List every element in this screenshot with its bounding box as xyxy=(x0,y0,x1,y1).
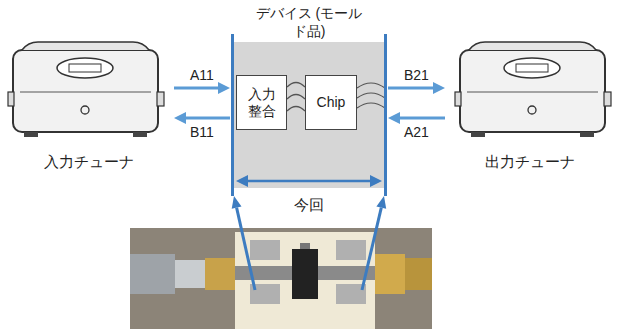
arrowhead xyxy=(218,82,230,94)
process-box: Chip xyxy=(305,75,357,130)
photo-ground xyxy=(130,228,432,329)
bond-wire xyxy=(357,103,385,108)
port-label: A11 xyxy=(190,67,214,83)
bond-wire xyxy=(357,93,385,98)
photo xyxy=(130,228,432,329)
bond-wire xyxy=(287,83,305,88)
package-tab xyxy=(300,243,310,250)
leader-arrow xyxy=(362,208,381,290)
package xyxy=(292,249,318,299)
sma-connector xyxy=(130,254,175,294)
reference-plane xyxy=(384,34,387,196)
bond-wire xyxy=(357,83,385,88)
arrowhead xyxy=(433,82,445,94)
sma-connector xyxy=(405,258,432,290)
sma-connector xyxy=(175,260,205,288)
signal-arrow xyxy=(388,112,445,124)
arrow-line xyxy=(388,87,434,90)
device-region: デバイス (モールド品)入力 整合Chip xyxy=(234,42,384,188)
device-mold xyxy=(234,42,384,188)
arrowhead xyxy=(174,112,186,124)
port-label: B21 xyxy=(404,67,429,83)
span-label: 今回 xyxy=(294,196,324,215)
arrow-line xyxy=(399,117,445,120)
leader-arrowhead xyxy=(376,196,386,209)
device-title: デバイス (モールド品) xyxy=(253,5,365,40)
leader-arrow xyxy=(237,208,255,290)
output-tuner-drawing xyxy=(455,42,611,137)
span-arrowhead xyxy=(236,175,248,187)
sma-connector xyxy=(375,254,405,294)
box-label: Chip xyxy=(315,92,348,113)
port-label: A21 xyxy=(404,124,429,140)
bond-wire xyxy=(287,107,305,112)
pad xyxy=(250,240,280,260)
tuner: 入力チューナ xyxy=(8,38,170,173)
box-label: 入力 整合 xyxy=(237,84,286,122)
span-arrowhead xyxy=(370,175,382,187)
signal-arrow xyxy=(174,82,230,94)
arrow-line xyxy=(185,117,230,120)
sma-connector xyxy=(205,258,235,290)
port-label: B11 xyxy=(190,124,214,140)
tuner-label: 出力チューナ xyxy=(449,153,611,172)
span-arrow xyxy=(246,180,372,183)
arrowhead xyxy=(388,112,400,124)
bond-wire xyxy=(287,95,305,100)
arrow-line xyxy=(174,87,219,90)
process-box: 入力 整合 xyxy=(236,75,287,130)
pad xyxy=(336,240,366,260)
signal-arrow xyxy=(174,112,230,124)
input-tuner-drawing xyxy=(8,42,164,137)
signal-arrow xyxy=(388,82,445,94)
tuner-label: 入力チューナ xyxy=(8,153,170,172)
tuner: 出力チューナ xyxy=(449,38,611,173)
pcb xyxy=(235,232,375,329)
reference-plane xyxy=(231,34,234,196)
leader-arrowhead xyxy=(232,196,242,209)
bond-wires xyxy=(287,83,305,112)
